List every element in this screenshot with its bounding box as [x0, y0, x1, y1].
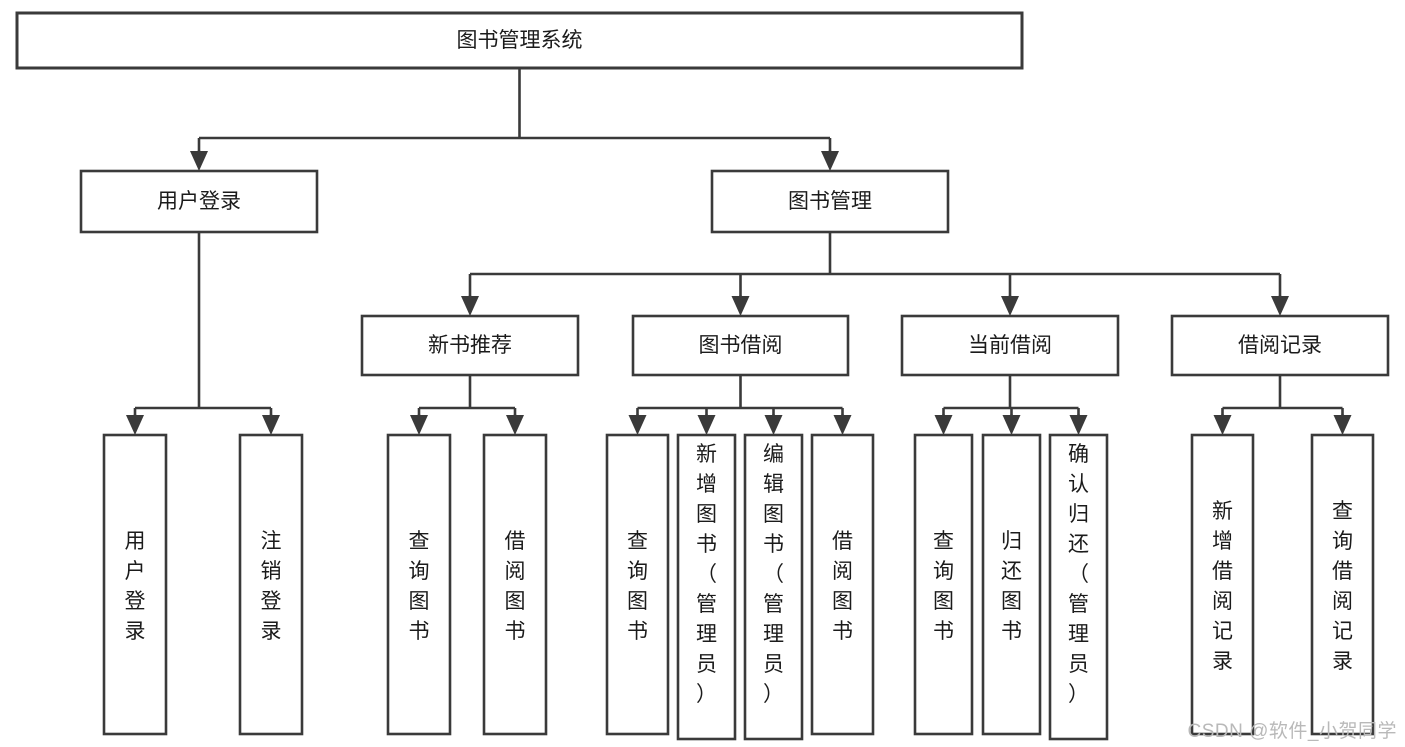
connector-arrowhead: [190, 151, 208, 171]
connector-arrowhead: [833, 415, 852, 435]
node-box: [238, 433, 304, 736]
connector-arrowhead: [821, 151, 839, 171]
connector-arrowhead: [697, 415, 716, 435]
node-label: 注销登录: [261, 530, 282, 643]
node-label: 图书借阅: [699, 334, 783, 357]
node-label: 新增借阅记录: [1212, 500, 1233, 673]
node-new-book-recommend[interactable]: 新书推荐: [360, 314, 580, 377]
node-book-management[interactable]: 图书管理: [710, 169, 950, 234]
node-box: [913, 433, 974, 736]
node-leaf-logout-login[interactable]: 注销登录: [238, 433, 304, 736]
node-label: 图书管理: [788, 190, 872, 213]
node-layer: 图书管理系统用户登录图书管理新书推荐图书借阅当前借阅借阅记录用户登录注销登录查询…: [15, 11, 1390, 741]
node-root[interactable]: 图书管理系统: [15, 11, 1024, 70]
node-box: [810, 433, 875, 736]
node-label: 查询图书: [409, 530, 430, 643]
node-label: 借阅记录: [1238, 334, 1322, 357]
connector-arrowhead: [506, 415, 524, 435]
node-box: [1048, 433, 1109, 741]
node-leaf-query-borrow-record[interactable]: 查询借阅记录: [1310, 433, 1375, 736]
node-box: [102, 433, 168, 736]
node-label: 新书推荐: [428, 334, 512, 357]
node-book-borrow[interactable]: 图书借阅: [631, 314, 850, 377]
node-label: 查询借阅记录: [1332, 500, 1353, 673]
node-box: [79, 169, 319, 234]
node-box: [360, 314, 580, 377]
node-box: [1190, 433, 1255, 736]
connector-arrowhead: [1002, 415, 1021, 435]
node-leaf-borrow-book[interactable]: 借阅图书: [810, 433, 875, 736]
node-label: 当前借阅: [968, 334, 1052, 357]
node-box: [743, 433, 804, 741]
node-box: [482, 433, 548, 736]
node-label: 借阅图书: [505, 530, 526, 643]
node-user-login[interactable]: 用户登录: [79, 169, 319, 234]
node-box: [1170, 314, 1390, 377]
connector-arrowhead: [1069, 415, 1088, 435]
connector-layer: [126, 68, 1352, 435]
node-borrow-record[interactable]: 借阅记录: [1170, 314, 1390, 377]
node-current-borrow[interactable]: 当前借阅: [900, 314, 1120, 377]
node-box: [981, 433, 1042, 736]
node-leaf-query-book-recommend[interactable]: 查询图书: [386, 433, 452, 736]
node-label: 查询图书: [627, 530, 648, 643]
node-box: [710, 169, 950, 234]
connector-arrowhead: [126, 415, 144, 435]
connector-arrowhead: [934, 415, 953, 435]
node-box: [1310, 433, 1375, 736]
node-leaf-add-borrow-record[interactable]: 新增借阅记录: [1190, 433, 1255, 736]
node-box: [631, 314, 850, 377]
node-leaf-query-book-borrow[interactable]: 查询图书: [605, 433, 670, 736]
node-label: 图书管理系统: [457, 29, 583, 52]
node-label: 新增图书（管理员）: [696, 443, 717, 706]
node-box: [386, 433, 452, 736]
connector-arrowhead: [1213, 415, 1232, 435]
node-leaf-edit-book-admin[interactable]: 编辑图书（管理员）: [743, 433, 804, 741]
node-label: 归还图书: [1001, 530, 1022, 643]
node-box: [15, 11, 1024, 70]
node-label: 查询图书: [933, 530, 954, 643]
connector-arrowhead: [628, 415, 647, 435]
node-leaf-user-login[interactable]: 用户登录: [102, 433, 168, 736]
connector-arrowhead: [731, 296, 750, 316]
connector-arrowhead: [764, 415, 783, 435]
node-label: 编辑图书（管理员）: [763, 443, 784, 706]
node-box: [676, 433, 737, 741]
node-label: 用户登录: [125, 530, 146, 643]
connector-arrowhead: [1333, 415, 1352, 435]
connector-arrowhead: [1001, 296, 1019, 316]
connector-arrowhead: [410, 415, 428, 435]
node-leaf-query-book-current[interactable]: 查询图书: [913, 433, 974, 736]
connector-arrowhead: [461, 296, 479, 316]
node-leaf-borrow-book-recommend[interactable]: 借阅图书: [482, 433, 548, 736]
node-label: 确认归还（管理员）: [1068, 443, 1089, 706]
node-box: [605, 433, 670, 736]
node-leaf-confirm-return-admin[interactable]: 确认归还（管理员）: [1048, 433, 1109, 741]
node-box: [900, 314, 1120, 377]
connector-arrowhead: [262, 415, 280, 435]
connector-arrowhead: [1271, 296, 1289, 316]
node-leaf-add-book-admin[interactable]: 新增图书（管理员）: [676, 433, 737, 741]
node-leaf-return-book[interactable]: 归还图书: [981, 433, 1042, 736]
node-label: 借阅图书: [832, 530, 853, 643]
node-label: 用户登录: [157, 190, 241, 213]
